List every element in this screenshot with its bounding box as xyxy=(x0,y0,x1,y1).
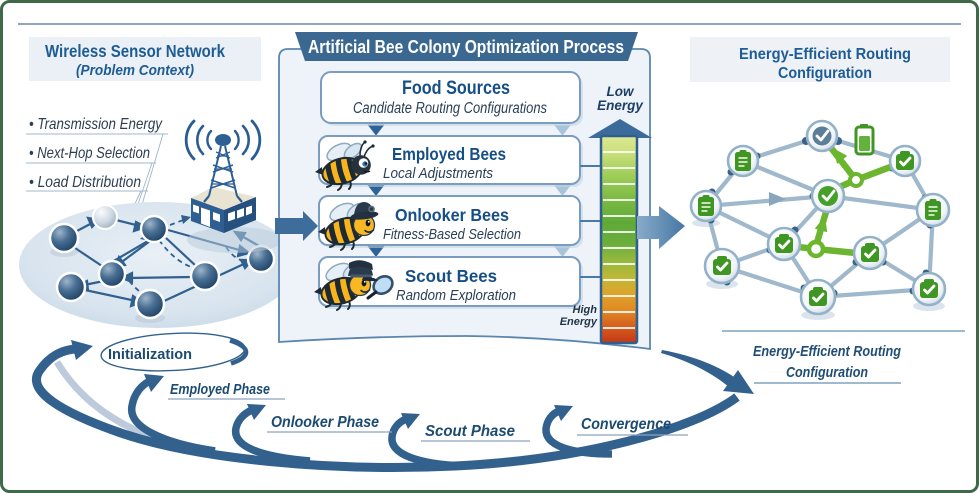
svg-text:Configuration: Configuration xyxy=(786,364,868,381)
svg-text:Local Adjustments: Local Adjustments xyxy=(383,166,493,182)
svg-text:Energy-Efficient Routing: Energy-Efficient Routing xyxy=(739,46,911,63)
svg-text:Food Sources: Food Sources xyxy=(402,78,510,99)
svg-text:Onlooker Phase: Onlooker Phase xyxy=(271,414,379,431)
svg-text:Candidate Routing Configuratio: Candidate Routing Configurations xyxy=(353,100,547,117)
svg-text:Energy: Energy xyxy=(597,98,644,113)
svg-text:• Transmission Energy: • Transmission Energy xyxy=(29,116,163,133)
svg-text:Convergence: Convergence xyxy=(581,416,671,433)
svg-text:Fitness-Based Selection: Fitness-Based Selection xyxy=(383,227,521,243)
svg-text:Configuration: Configuration xyxy=(778,65,872,82)
svg-text:(Problem Context): (Problem Context) xyxy=(76,62,194,79)
svg-text:Initialization: Initialization xyxy=(108,346,192,363)
svg-text:Employed Phase: Employed Phase xyxy=(170,381,270,398)
svg-text:Scout Phase: Scout Phase xyxy=(425,423,515,440)
svg-text:High: High xyxy=(573,304,598,316)
svg-text:Scout Bees: Scout Bees xyxy=(405,266,497,286)
svg-text:Low: Low xyxy=(607,84,635,99)
svg-text:• Load Distribution: • Load Distribution xyxy=(29,174,141,191)
svg-text:Wireless Sensor Network: Wireless Sensor Network xyxy=(45,41,225,61)
svg-text:Energy-Efficient Routing: Energy-Efficient Routing xyxy=(753,343,901,360)
svg-text:Random Exploration: Random Exploration xyxy=(396,288,516,304)
svg-text:Artificial Bee Colony Optimiza: Artificial Bee Colony Optimization Proce… xyxy=(308,36,624,57)
svg-text:Energy: Energy xyxy=(560,316,598,328)
svg-text:Employed Bees: Employed Bees xyxy=(392,144,506,164)
svg-text:Onlooker Bees: Onlooker Bees xyxy=(395,205,509,225)
svg-text:• Next-Hop Selection: • Next-Hop Selection xyxy=(29,145,150,162)
